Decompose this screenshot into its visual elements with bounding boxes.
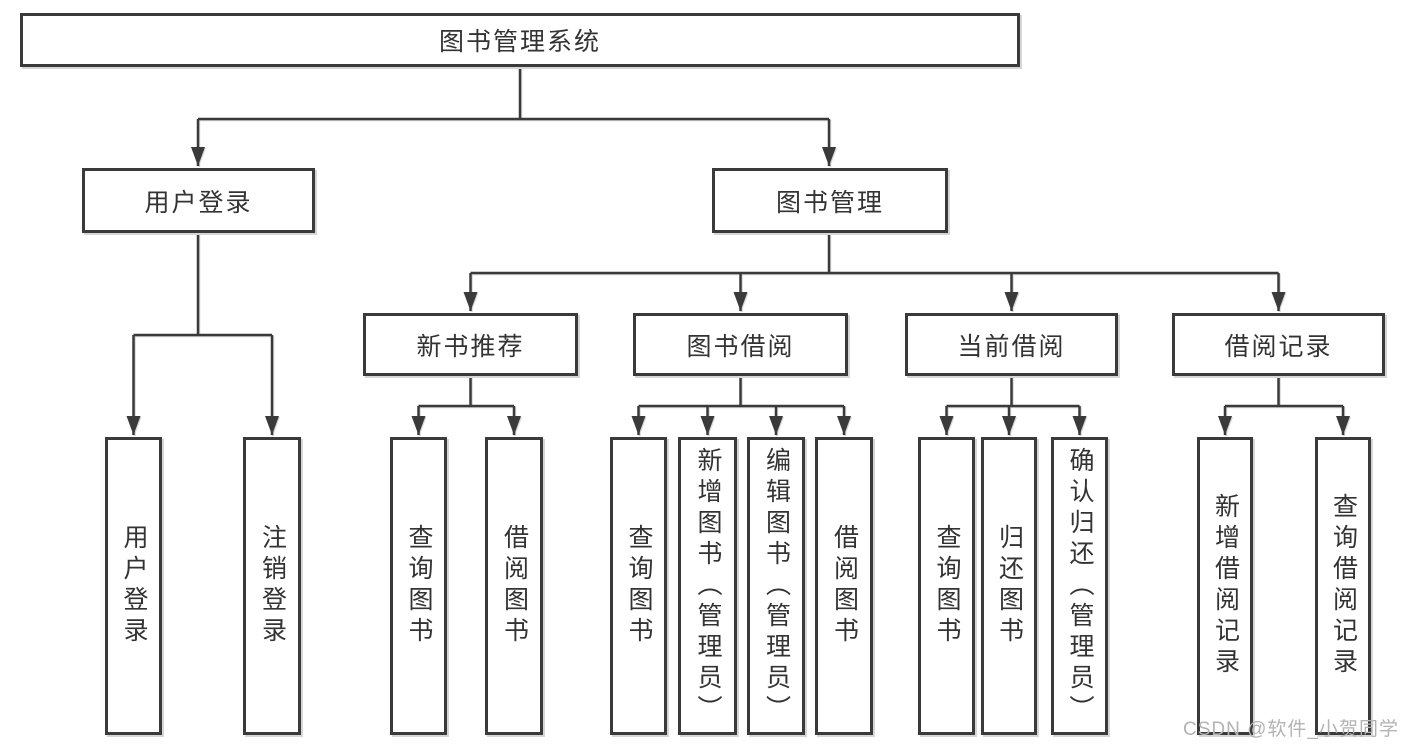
leaf-label: 注销登录 — [258, 524, 287, 648]
leaf-label: 查询借阅记录 — [1329, 493, 1358, 679]
node-label: 用户登录 — [144, 188, 253, 217]
node-label: 图书管理系统 — [438, 28, 601, 56]
leaf-label: 归还图书 — [995, 524, 1024, 648]
leaf-label: 查询图书 — [405, 524, 433, 648]
node-user-login: 用户登录 — [82, 168, 315, 233]
leaf-logout: 注销登录 — [243, 437, 301, 735]
csdn-watermark: CSDN @软件_小贺同学 — [1183, 719, 1399, 740]
leaf-edit-books-admin: 编辑图书（管理员） — [747, 437, 805, 735]
node-label: 新书推荐 — [416, 332, 525, 361]
node-library-management-system: 图书管理系统 — [20, 13, 1020, 67]
leaf-label: 查询图书 — [933, 524, 961, 648]
node-label: 当前借阅 — [957, 332, 1066, 361]
leaf-borrow-books-recommend: 借阅图书 — [485, 437, 543, 735]
node-borrowing-records: 借阅记录 — [1172, 313, 1385, 376]
leaf-label: 查询图书 — [625, 524, 653, 648]
node-book-management: 图书管理 — [712, 168, 948, 233]
leaf-query-borrow-record: 查询借阅记录 — [1315, 437, 1371, 735]
leaf-label: 借阅图书 — [500, 524, 529, 648]
leaf-query-books-recommend: 查询图书 — [390, 437, 447, 735]
node-label: 图书借阅 — [686, 332, 795, 361]
leaf-add-borrow-record: 新增借阅记录 — [1197, 437, 1253, 735]
node-label: 借阅记录 — [1224, 332, 1333, 361]
leaf-user-login: 用户登录 — [105, 437, 162, 735]
node-new-book-recommendation: 新书推荐 — [363, 313, 578, 376]
leaf-label: 新增借阅记录 — [1211, 493, 1240, 679]
leaf-return-books: 归还图书 — [981, 437, 1037, 735]
leaf-add-books-admin: 新增图书（管理员） — [678, 437, 737, 735]
leaf-query-books-borrow: 查询图书 — [610, 437, 667, 735]
leaf-query-books-current: 查询图书 — [918, 437, 975, 735]
leaf-confirm-return-admin: 确认归还（管理员） — [1051, 437, 1108, 735]
leaf-label: 用户登录 — [120, 524, 148, 648]
node-current-borrowing: 当前借阅 — [905, 313, 1118, 376]
leaf-label: 借阅图书 — [830, 524, 859, 648]
leaf-label: 编辑图书（管理员） — [762, 446, 791, 726]
leaf-label: 新增图书（管理员） — [694, 446, 722, 726]
leaf-label: 确认归还（管理员） — [1066, 446, 1094, 726]
node-label: 图书管理 — [775, 188, 884, 217]
leaf-borrow-books: 借阅图书 — [815, 437, 873, 735]
node-book-borrowing: 图书借阅 — [633, 313, 848, 376]
